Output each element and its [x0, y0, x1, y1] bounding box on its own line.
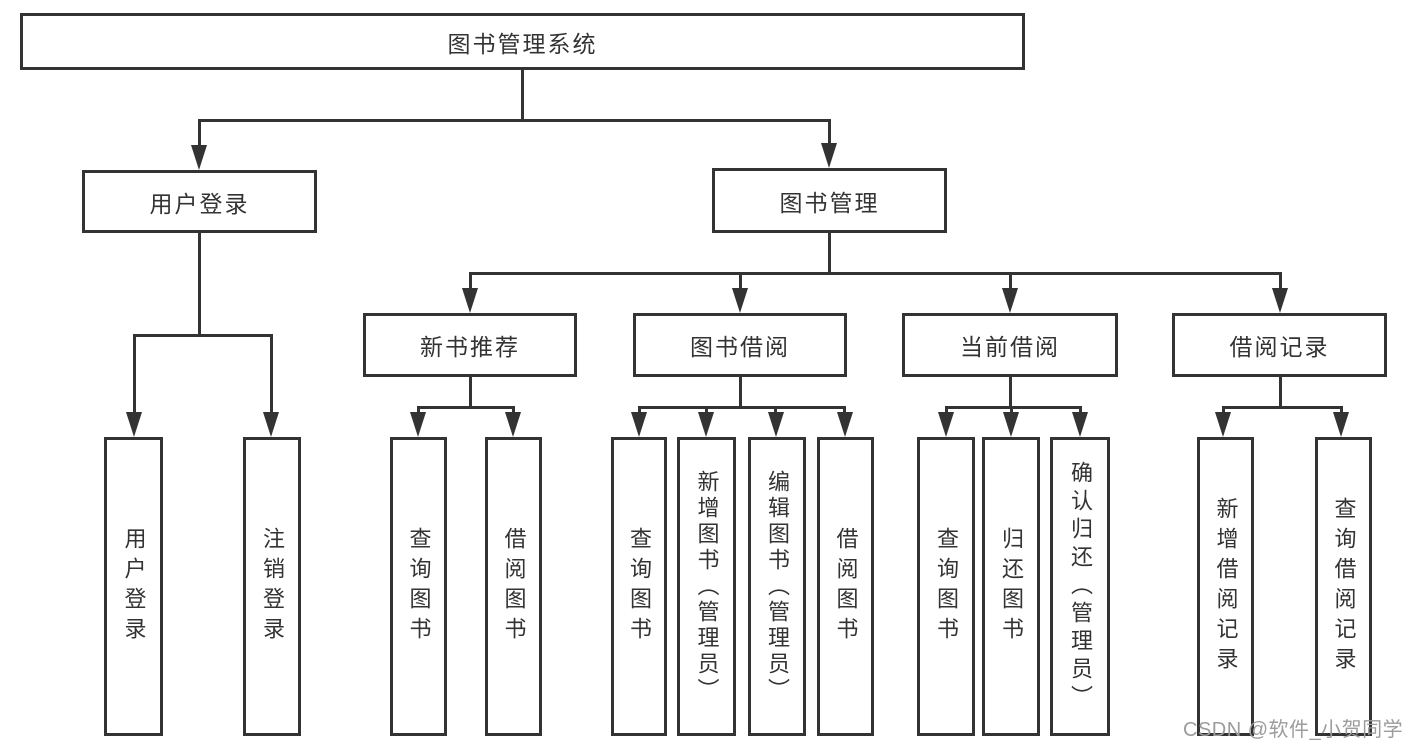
connector-stub-current-borrowing — [1009, 272, 1012, 289]
leaf-nbr-query-books-label: 查询图书 — [406, 526, 432, 647]
connector-stub-nbr-borrow — [512, 406, 515, 415]
node-current-borrowing-label: 当前借阅 — [960, 334, 1060, 360]
node-book-borrowing-label: 图书借阅 — [690, 334, 790, 360]
arrowhead-bb-query-icon — [631, 412, 647, 437]
connector-borrowing-records-horizontal — [1222, 406, 1342, 409]
connector-stub-bb-borrow — [843, 406, 846, 415]
connector-stub-new-book — [469, 272, 472, 289]
leaf-cb-query-books: 查询图书 — [917, 437, 975, 736]
connector-current-borrowing-vertical — [1009, 377, 1012, 408]
arrowhead-borrowing-records-icon — [1272, 288, 1288, 313]
connector-stub-cb-return — [1010, 406, 1013, 415]
connector-stub-bb-add — [705, 406, 708, 415]
leaf-bb-edit-books-admin: 编辑图书（管理员） — [748, 437, 806, 736]
node-borrowing-records: 借阅记录 — [1172, 313, 1387, 377]
arrowhead-bb-edit-icon — [768, 412, 784, 437]
node-current-borrowing: 当前借阅 — [902, 313, 1118, 377]
leaf-logout-login: 注销登录 — [243, 437, 301, 736]
arrowhead-cb-query-icon — [938, 412, 954, 437]
arrowhead-new-book-icon — [462, 288, 478, 313]
leaf-nbr-query-books: 查询图书 — [390, 437, 447, 736]
connector-stub-user-login — [198, 119, 201, 146]
arrowhead-nbr-query-icon — [410, 412, 426, 437]
node-user-login-label: 用户登录 — [149, 190, 250, 217]
connector-stub-leaf-logout — [270, 334, 273, 413]
leaf-cb-return-books-label: 归还图书 — [999, 526, 1024, 647]
arrowhead-cb-confirm-icon — [1072, 412, 1088, 437]
connector-book-borrowing-vertical — [739, 377, 742, 408]
node-new-book-recommendation: 新书推荐 — [363, 313, 577, 377]
node-root-label: 图书管理系统 — [447, 30, 598, 57]
arrowhead-leaf-logout-icon — [263, 412, 279, 437]
arrowhead-current-borrowing-icon — [1002, 288, 1018, 313]
connector-new-book-vertical — [469, 377, 472, 408]
node-book-management-label: 图书管理 — [779, 189, 880, 216]
watermark: CSDN @软件_小贺同学 — [1183, 719, 1404, 741]
connector-stub-cb-query — [945, 406, 948, 415]
connector-stub-bb-query — [638, 406, 641, 415]
connector-book-management-vertical — [828, 233, 831, 274]
arrowhead-user-login-icon — [191, 145, 207, 170]
arrowhead-book-management-icon — [821, 143, 837, 168]
arrowhead-cb-return-icon — [1003, 412, 1019, 437]
leaf-bb-borrow-books: 借阅图书 — [817, 437, 874, 736]
connector-user-login-vertical — [198, 233, 201, 336]
node-book-management: 图书管理 — [712, 168, 947, 233]
leaf-nbr-borrow-books-label: 借阅图书 — [501, 526, 527, 647]
leaf-cb-return-books: 归还图书 — [982, 437, 1040, 736]
leaf-user-login: 用户登录 — [104, 437, 163, 736]
connector-stub-nbr-query — [417, 406, 420, 415]
leaf-br-add-record: 新增借阅记录 — [1197, 437, 1254, 736]
leaf-nbr-borrow-books: 借阅图书 — [485, 437, 542, 736]
connector-level2-horizontal — [469, 272, 1282, 275]
connector-current-borrowing-horizontal — [945, 406, 1081, 409]
arrowhead-bb-borrow-icon — [837, 412, 853, 437]
connector-stub-bb-edit — [774, 406, 777, 415]
leaf-br-query-record: 查询借阅记录 — [1315, 437, 1372, 736]
arrowhead-bb-add-icon — [698, 412, 714, 437]
leaf-bb-add-books-admin-label: 新增图书（管理员） — [694, 469, 720, 704]
leaf-bb-borrow-books-label: 借阅图书 — [833, 526, 859, 647]
arrowhead-br-query-icon — [1333, 412, 1349, 437]
connector-book-borrowing-horizontal — [638, 406, 846, 409]
arrowhead-br-add-icon — [1215, 412, 1231, 437]
connector-stub-borrowing-records — [1279, 272, 1282, 289]
arrowhead-leaf-user-login-icon — [126, 412, 142, 437]
leaf-bb-edit-books-admin-label: 编辑图书（管理员） — [765, 469, 790, 704]
leaf-user-login-label: 用户登录 — [121, 526, 147, 647]
leaf-cb-query-books-label: 查询图书 — [934, 526, 959, 647]
leaf-bb-add-books-admin: 新增图书（管理员） — [677, 437, 736, 736]
leaf-logout-login-label: 注销登录 — [260, 526, 285, 647]
leaf-br-add-record-label: 新增借阅记录 — [1213, 496, 1239, 677]
connector-root-vertical — [521, 70, 524, 121]
arrowhead-nbr-borrow-icon — [505, 412, 521, 437]
connector-level1-horizontal — [198, 119, 831, 122]
connector-stub-leaf-user-login — [133, 334, 136, 413]
connector-stub-book-management — [828, 119, 831, 144]
connector-user-login-horizontal — [133, 334, 273, 337]
connector-borrowing-records-vertical — [1279, 377, 1282, 407]
node-root: 图书管理系统 — [20, 13, 1025, 70]
leaf-cb-confirm-return-admin-label: 确认归还（管理员） — [1068, 460, 1093, 713]
leaf-cb-confirm-return-admin: 确认归还（管理员） — [1050, 437, 1110, 736]
connector-stub-br-add — [1222, 406, 1225, 415]
node-new-book-recommendation-label: 新书推荐 — [420, 334, 520, 360]
leaf-br-query-record-label: 查询借阅记录 — [1331, 496, 1357, 677]
connector-stub-book-borrowing — [739, 272, 742, 289]
connector-stub-br-query — [1340, 406, 1343, 415]
leaf-bb-query-books-label: 查询图书 — [627, 526, 652, 647]
arrowhead-book-borrowing-icon — [732, 288, 748, 313]
node-book-borrowing: 图书借阅 — [633, 313, 847, 377]
connector-stub-cb-confirm — [1079, 406, 1082, 415]
node-borrowing-records-label: 借阅记录 — [1229, 334, 1330, 360]
node-user-login: 用户登录 — [82, 170, 317, 233]
leaf-bb-query-books: 查询图书 — [611, 437, 667, 736]
connector-new-book-horizontal — [417, 406, 514, 409]
